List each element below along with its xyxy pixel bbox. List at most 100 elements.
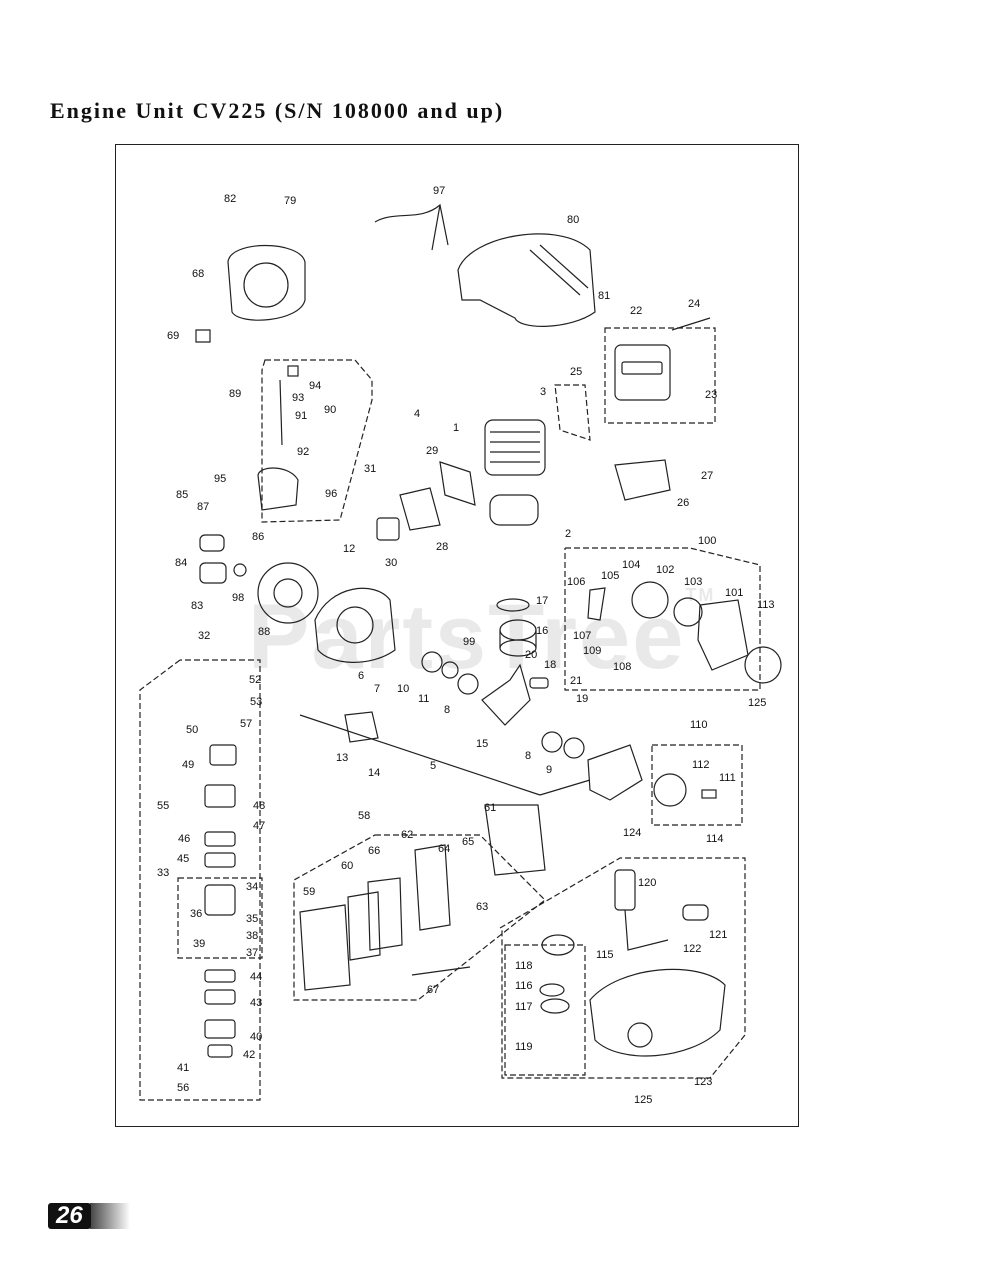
callout-8-b: 8 xyxy=(525,750,532,762)
callout-114: 114 xyxy=(706,833,724,845)
part-9-bearing xyxy=(563,737,585,759)
callout-81: 81 xyxy=(598,290,611,302)
callout-1: 1 xyxy=(453,422,460,434)
part-1-cylinder xyxy=(484,419,546,476)
callout-63: 63 xyxy=(476,901,489,913)
callout-119: 119 xyxy=(515,1041,533,1053)
part-46-diaphragm xyxy=(204,831,236,847)
callout-27: 27 xyxy=(701,470,714,482)
callout-31: 31 xyxy=(364,463,377,475)
part-84-clutch xyxy=(199,534,225,552)
part-67-bolt xyxy=(411,966,471,976)
callout-57: 57 xyxy=(240,718,253,730)
part-93-knob xyxy=(287,365,299,377)
diagram-frame xyxy=(115,144,799,1127)
group-115-inner-outline xyxy=(504,944,586,1076)
callout-82: 82 xyxy=(224,193,237,205)
callout-41: 41 xyxy=(177,1062,190,1074)
part-2-gasket xyxy=(489,494,539,526)
callout-28: 28 xyxy=(436,541,449,553)
part-60-filter xyxy=(347,891,381,961)
callout-18: 18 xyxy=(544,659,557,671)
part-15-crankshaft xyxy=(481,663,531,726)
group-32-outline xyxy=(139,659,261,1101)
callout-45: 45 xyxy=(177,853,190,865)
part-121-filter xyxy=(682,904,709,921)
callout-122: 122 xyxy=(683,943,702,955)
callout-102: 102 xyxy=(656,564,675,576)
part-66-element xyxy=(367,877,403,951)
callout-39: 39 xyxy=(193,938,206,950)
page-title: Engine Unit CV225 (S/N 108000 and up) xyxy=(50,98,505,123)
callout-15: 15 xyxy=(476,738,489,750)
part-10-seal xyxy=(421,651,443,673)
callout-29: 29 xyxy=(426,445,439,457)
callout-96: 96 xyxy=(325,488,338,500)
callout-52: 52 xyxy=(249,674,262,686)
callout-86: 86 xyxy=(252,531,265,543)
callout-14: 14 xyxy=(368,767,381,779)
part-18-pin xyxy=(529,677,549,689)
part-111-part xyxy=(701,789,717,799)
callout-32: 32 xyxy=(198,630,211,642)
callout-62: 62 xyxy=(401,829,414,841)
callout-20: 20 xyxy=(525,649,538,661)
part-13-screen xyxy=(344,711,379,743)
part-11-clip xyxy=(441,661,459,679)
callout-84: 84 xyxy=(175,557,188,569)
part-26-shield xyxy=(614,459,671,501)
part-91-rod xyxy=(279,379,283,446)
watermark-tm: TM xyxy=(685,585,716,605)
part-59-cover xyxy=(299,904,351,991)
callout-59: 59 xyxy=(303,886,316,898)
part-40-cover xyxy=(204,1019,236,1039)
part-45-gasket xyxy=(204,852,236,868)
callout-104: 104 xyxy=(622,559,641,571)
callout-25: 25 xyxy=(570,366,583,378)
part-17-rings xyxy=(496,598,530,612)
part-16-piston xyxy=(499,619,537,641)
callout-95: 95 xyxy=(214,473,227,485)
page-badge-fade xyxy=(90,1203,130,1229)
part-30-plate xyxy=(376,517,400,541)
callout-13: 13 xyxy=(336,752,349,764)
part-125-ring xyxy=(744,646,782,684)
part-22-muffler xyxy=(614,344,671,401)
page-number: 26 xyxy=(48,1203,91,1229)
callout-80: 80 xyxy=(567,214,580,226)
watermark-text: PartsTree xyxy=(248,586,686,688)
callout-34: 34 xyxy=(246,881,259,893)
callout-55: 55 xyxy=(157,800,170,812)
callout-90: 90 xyxy=(324,404,337,416)
callout-110: 110 xyxy=(690,719,708,731)
callout-48: 48 xyxy=(253,800,266,812)
callout-24: 24 xyxy=(688,298,701,310)
leader-5-line xyxy=(299,714,541,796)
group-89-outline xyxy=(261,359,373,523)
callout-11: 11 xyxy=(418,693,430,705)
part-102-reel xyxy=(631,581,669,619)
group-25-outline xyxy=(554,384,591,441)
part-8a-bearing xyxy=(457,673,479,695)
callout-58: 58 xyxy=(358,810,371,822)
callout-99: 99 xyxy=(463,636,476,648)
callout-117: 117 xyxy=(515,1001,533,1013)
part-44-gasket xyxy=(204,969,236,983)
callout-120: 120 xyxy=(638,877,657,889)
part-43-diaphragm xyxy=(204,989,236,1005)
callout-6: 6 xyxy=(358,670,365,682)
callout-2: 2 xyxy=(565,528,572,540)
callout-33: 33 xyxy=(157,867,170,879)
callout-85: 85 xyxy=(176,489,189,501)
callout-16: 16 xyxy=(536,625,549,637)
callout-17: 17 xyxy=(536,595,549,607)
callout-23: 23 xyxy=(705,389,718,401)
part-28-insulator xyxy=(399,487,441,531)
part-69-clip xyxy=(195,329,211,343)
part-29-gasket xyxy=(439,461,476,506)
callout-101: 101 xyxy=(725,587,744,599)
callout-88: 88 xyxy=(258,626,271,638)
callout-87: 87 xyxy=(197,501,210,513)
callout-61: 61 xyxy=(484,802,497,814)
